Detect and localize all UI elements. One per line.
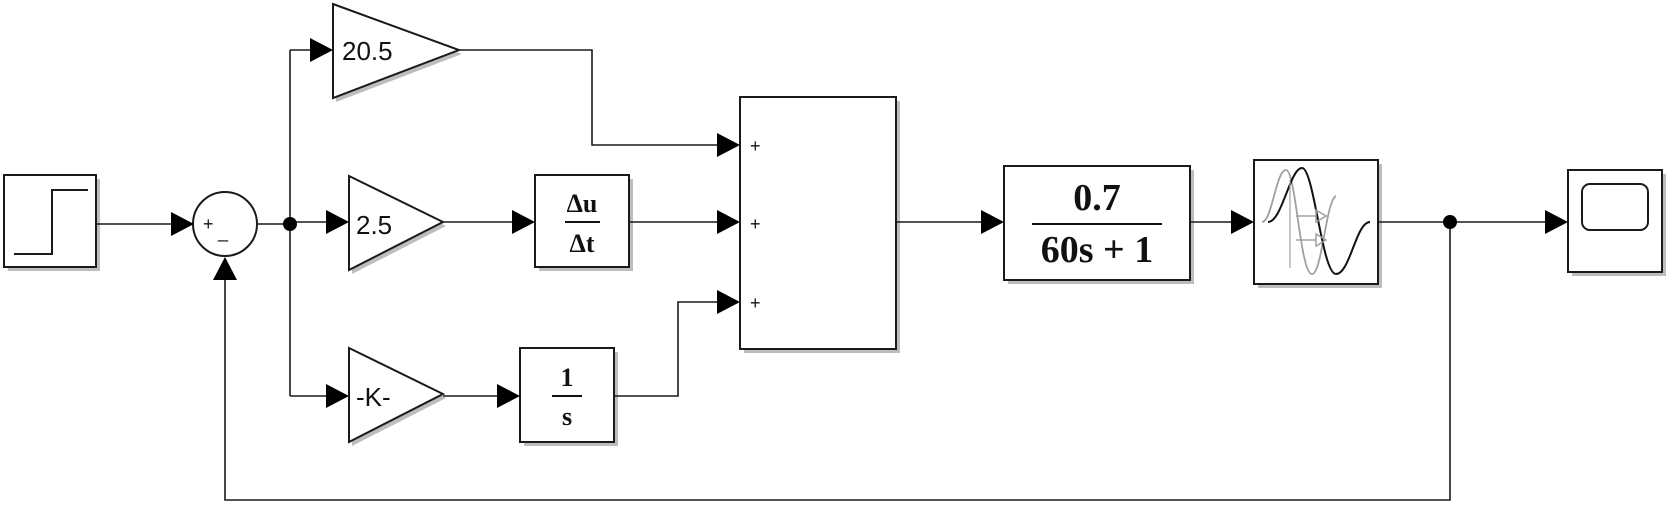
plant-denominator: 60s + 1	[1041, 229, 1153, 271]
integrator-block[interactable]: 1 s	[519, 347, 618, 446]
sum-junction[interactable]: + _	[192, 191, 258, 257]
derivative-block[interactable]: Δu Δt	[534, 174, 633, 271]
gain-block-k[interactable]: -K-	[348, 346, 446, 446]
signal-wires	[96, 38, 1568, 501]
gain-block-2-5[interactable]: 2.5	[348, 174, 446, 274]
gain-value-k: -K-	[356, 382, 391, 412]
plant-numerator: 0.7	[1073, 177, 1121, 219]
derivative-denominator: Δt	[570, 229, 595, 258]
step-source-block[interactable]	[3, 174, 100, 271]
sum-minus-sign: _	[217, 222, 229, 243]
scope-icon	[1581, 183, 1649, 231]
adder-sign-3: +	[750, 293, 761, 313]
step-icon	[14, 189, 88, 255]
derivative-numerator: Δu	[567, 189, 598, 218]
transport-delay-icon	[1261, 166, 1371, 276]
integrator-denominator: s	[562, 402, 572, 431]
scope-block[interactable]	[1567, 169, 1666, 276]
adder-block[interactable]: + + +	[739, 96, 900, 353]
adder-sign-1: +	[750, 136, 761, 156]
transport-delay-block[interactable]	[1253, 159, 1382, 288]
gain-value-2-5: 2.5	[356, 210, 392, 240]
integrator-numerator: 1	[561, 363, 574, 392]
sum-plus-sign: +	[203, 214, 214, 234]
adder-sign-2: +	[750, 214, 761, 234]
gain-value-20-5: 20.5	[342, 36, 393, 66]
plant-transfer-function-block[interactable]: 0.7 60s + 1	[1003, 165, 1194, 284]
gain-block-20-5[interactable]: 20.5	[332, 2, 462, 102]
